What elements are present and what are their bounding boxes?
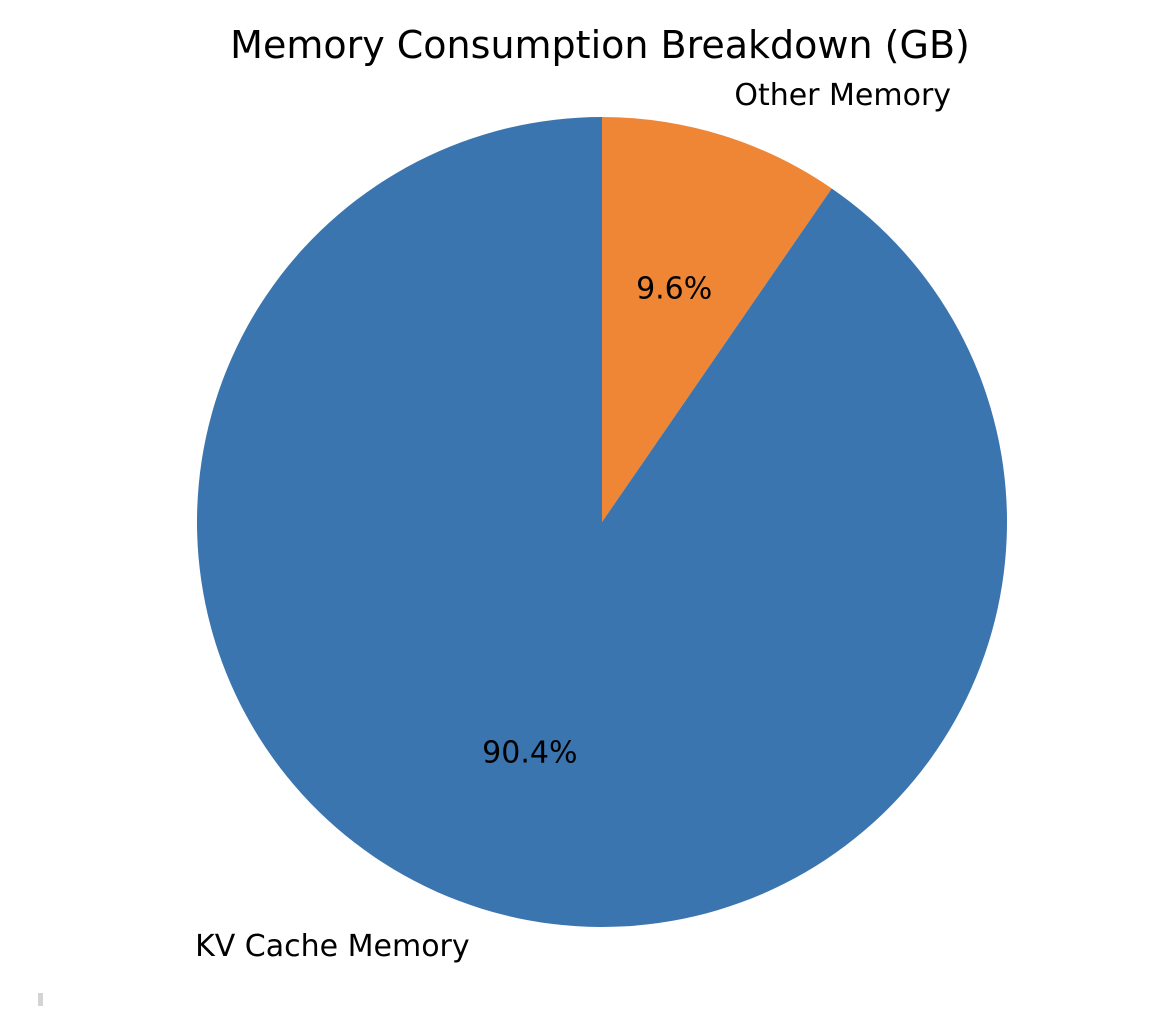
pie-slice-other-memory xyxy=(602,117,832,522)
slice-label-other-memory: Other Memory xyxy=(734,78,951,113)
edge-artifact xyxy=(38,993,43,1006)
pie-slice-kv-cache-memory xyxy=(197,117,1008,927)
chart-title: Memory Consumption Breakdown (GB) xyxy=(230,23,970,67)
pie-labels: Other Memory 9.6% KV Cache Memory 90.4% xyxy=(195,78,951,964)
slice-percent-kv-cache-memory: 90.4% xyxy=(482,736,577,771)
slice-label-kv-cache-memory: KV Cache Memory xyxy=(195,929,470,964)
pie-slices xyxy=(197,117,1008,927)
slice-percent-other-memory: 9.6% xyxy=(636,271,712,306)
